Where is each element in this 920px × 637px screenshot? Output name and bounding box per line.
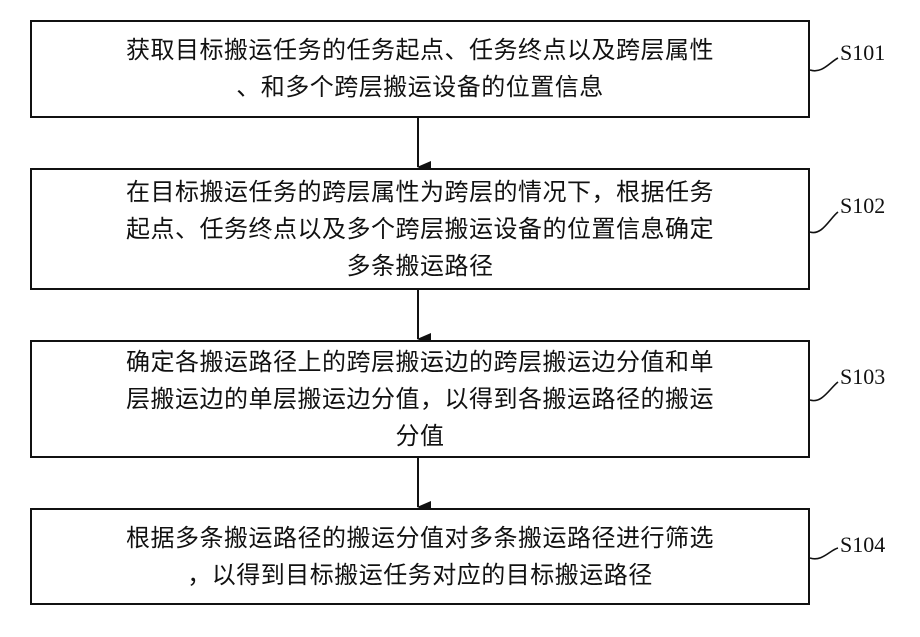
step-box-s101: 获取目标搬运任务的任务起点、任务终点以及跨层属性 、和多个跨层搬运设备的位置信息: [30, 20, 810, 118]
step-text-s101: 获取目标搬运任务的任务起点、任务终点以及跨层属性 、和多个跨层搬运设备的位置信息: [50, 32, 790, 106]
step-s102-line-2: 起点、任务终点以及多个跨层搬运设备的位置信息确定: [50, 211, 790, 248]
step-s101-line-2: 、和多个跨层搬运设备的位置信息: [50, 69, 790, 106]
step-s101-line-1: 获取目标搬运任务的任务起点、任务终点以及跨层属性: [50, 32, 790, 69]
step-box-s103: 确定各搬运路径上的跨层搬运边的跨层搬运边分值和单 层搬运边的单层搬运边分值，以得…: [30, 340, 810, 458]
step-s103-line-1: 确定各搬运路径上的跨层搬运边的跨层搬运边分值和单: [50, 344, 790, 381]
step-text-s104: 根据多条搬运路径的搬运分值对多条搬运路径进行筛选 ，以得到目标搬运任务对应的目标…: [50, 520, 790, 594]
leader-line-s101: [810, 58, 838, 71]
step-s103-line-3: 分值: [50, 418, 790, 455]
leader-line-s103: [810, 382, 838, 401]
step-label-s103: S103: [840, 364, 885, 390]
step-box-s102: 在目标搬运任务的跨层属性为跨层的情况下，根据任务 起点、任务终点以及多个跨层搬运…: [30, 168, 810, 290]
step-s104-line-2: ，以得到目标搬运任务对应的目标搬运路径: [50, 557, 790, 594]
step-label-s104: S104: [840, 532, 885, 558]
step-s104-line-1: 根据多条搬运路径的搬运分值对多条搬运路径进行筛选: [50, 520, 790, 557]
step-s102-line-1: 在目标搬运任务的跨层属性为跨层的情况下，根据任务: [50, 174, 790, 211]
step-label-s102: S102: [840, 193, 885, 219]
step-text-s102: 在目标搬运任务的跨层属性为跨层的情况下，根据任务 起点、任务终点以及多个跨层搬运…: [50, 174, 790, 285]
leader-line-s102: [810, 212, 838, 233]
step-label-s101: S101: [840, 40, 885, 66]
step-s102-line-3: 多条搬运路径: [50, 248, 790, 285]
step-s103-line-2: 层搬运边的单层搬运边分值，以得到各搬运路径的搬运: [50, 381, 790, 418]
step-box-s104: 根据多条搬运路径的搬运分值对多条搬运路径进行筛选 ，以得到目标搬运任务对应的目标…: [30, 508, 810, 605]
step-text-s103: 确定各搬运路径上的跨层搬运边的跨层搬运边分值和单 层搬运边的单层搬运边分值，以得…: [50, 344, 790, 455]
leader-line-s104: [810, 548, 838, 559]
